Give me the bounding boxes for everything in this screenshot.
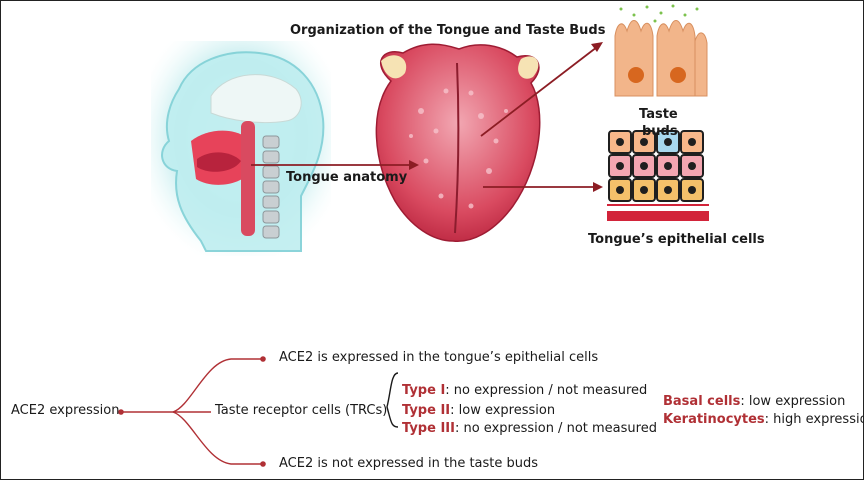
figure-title: Organization of the Tongue and Taste Bud… bbox=[290, 23, 606, 38]
cell-type-name: Basal cells bbox=[663, 394, 741, 409]
trc-type-name: Type II bbox=[402, 403, 451, 418]
arrow-buds-tip bbox=[591, 42, 603, 52]
trc-type-value: : no expression / not measured bbox=[445, 383, 648, 398]
cell-type-value: : high expression bbox=[764, 412, 863, 427]
trc-type-name: Type III bbox=[402, 421, 455, 436]
trc-type-value: : low expression bbox=[450, 403, 556, 418]
taste-buds-label-line2: buds bbox=[642, 124, 678, 139]
cell-type-name: Keratinocytes bbox=[663, 412, 765, 427]
tongue-anatomy-label: Tongue anatomy bbox=[286, 170, 408, 185]
cell-expression-row: Basal cells: low expression bbox=[663, 394, 846, 410]
epithelial-cells-illustration bbox=[607, 130, 709, 221]
taste-buds-label-line1: Taste bbox=[639, 107, 678, 122]
epithelial-cells-label: Tongue’s epithelial cells bbox=[588, 232, 765, 247]
taste-bud-illustration bbox=[614, 4, 708, 97]
tree-branch-mid: Taste receptor cells (TRCs) bbox=[215, 403, 388, 418]
tree-nodes bbox=[118, 356, 266, 467]
cell-type-value: : low expression bbox=[740, 394, 846, 409]
trc-type-row: Type I: no expression / not measured bbox=[402, 383, 648, 399]
trc-type-row: Type II: low expression bbox=[402, 403, 556, 419]
tongue-illustration bbox=[375, 43, 541, 242]
cell-expression-row: Keratinocytes: high expression bbox=[663, 412, 863, 428]
trc-type-row: Type III: no expression / not measured bbox=[402, 421, 657, 437]
tree-root-label: ACE2 expression bbox=[11, 403, 120, 418]
tree-branch-bottom: ACE2 is not expressed in the taste buds bbox=[279, 456, 539, 471]
head-anatomy-illustration bbox=[151, 41, 331, 256]
tree-branch-top: ACE2 is expressed in the tongue’s epithe… bbox=[279, 350, 599, 365]
arrow-epithelial-tip bbox=[593, 182, 603, 192]
trc-type-value: : no expression / not measured bbox=[454, 421, 657, 436]
expression-tree-connectors bbox=[121, 358, 399, 465]
arrow-head-tip bbox=[409, 160, 419, 170]
arrow-tongue-to-buds bbox=[480, 46, 598, 137]
trc-type-name: Type I bbox=[402, 383, 446, 398]
connector-arrows bbox=[251, 42, 603, 192]
